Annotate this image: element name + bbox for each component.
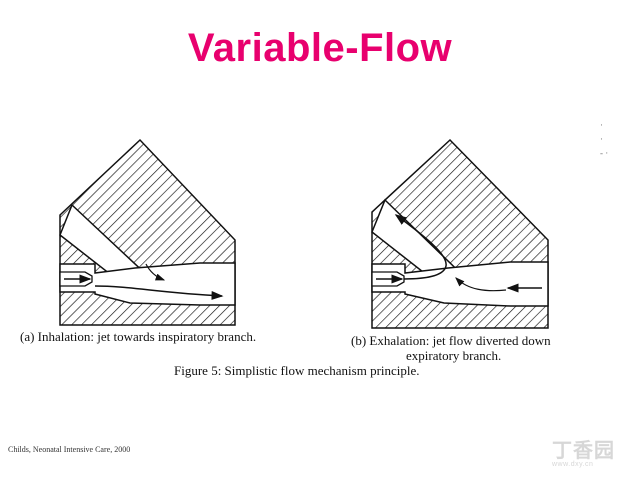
figure-caption: Figure 5: Simplistic flow mechanism prin… [174,363,420,378]
caption-exhalation-line1: (b) Exhalation: jet flow diverted down [351,333,551,348]
return-flow-arrow [455,277,507,292]
watermark-logo: 丁香园 [552,440,615,462]
source-citation: Childs, Neonatal Intensive Care, 2000 [8,445,131,454]
inhalation-diagram [59,138,236,326]
diverted-jet-arrow [394,214,447,280]
caption-inhalation: (a) Inhalation: jet towards inspiratory … [20,329,257,344]
caption-exhalation-line2: expiratory branch. [406,348,502,363]
decorative-specks: ··- · [600,120,609,158]
inspiratory-flow-arrow [94,285,224,300]
watermark-url: www.dxy.cn [552,461,594,468]
entrainment-arrow [145,263,166,281]
slide-title: Variable-Flow [187,26,453,70]
watermark: 丁香园 www.dxy.cn [552,434,636,468]
exhalation-diagram [371,138,549,329]
